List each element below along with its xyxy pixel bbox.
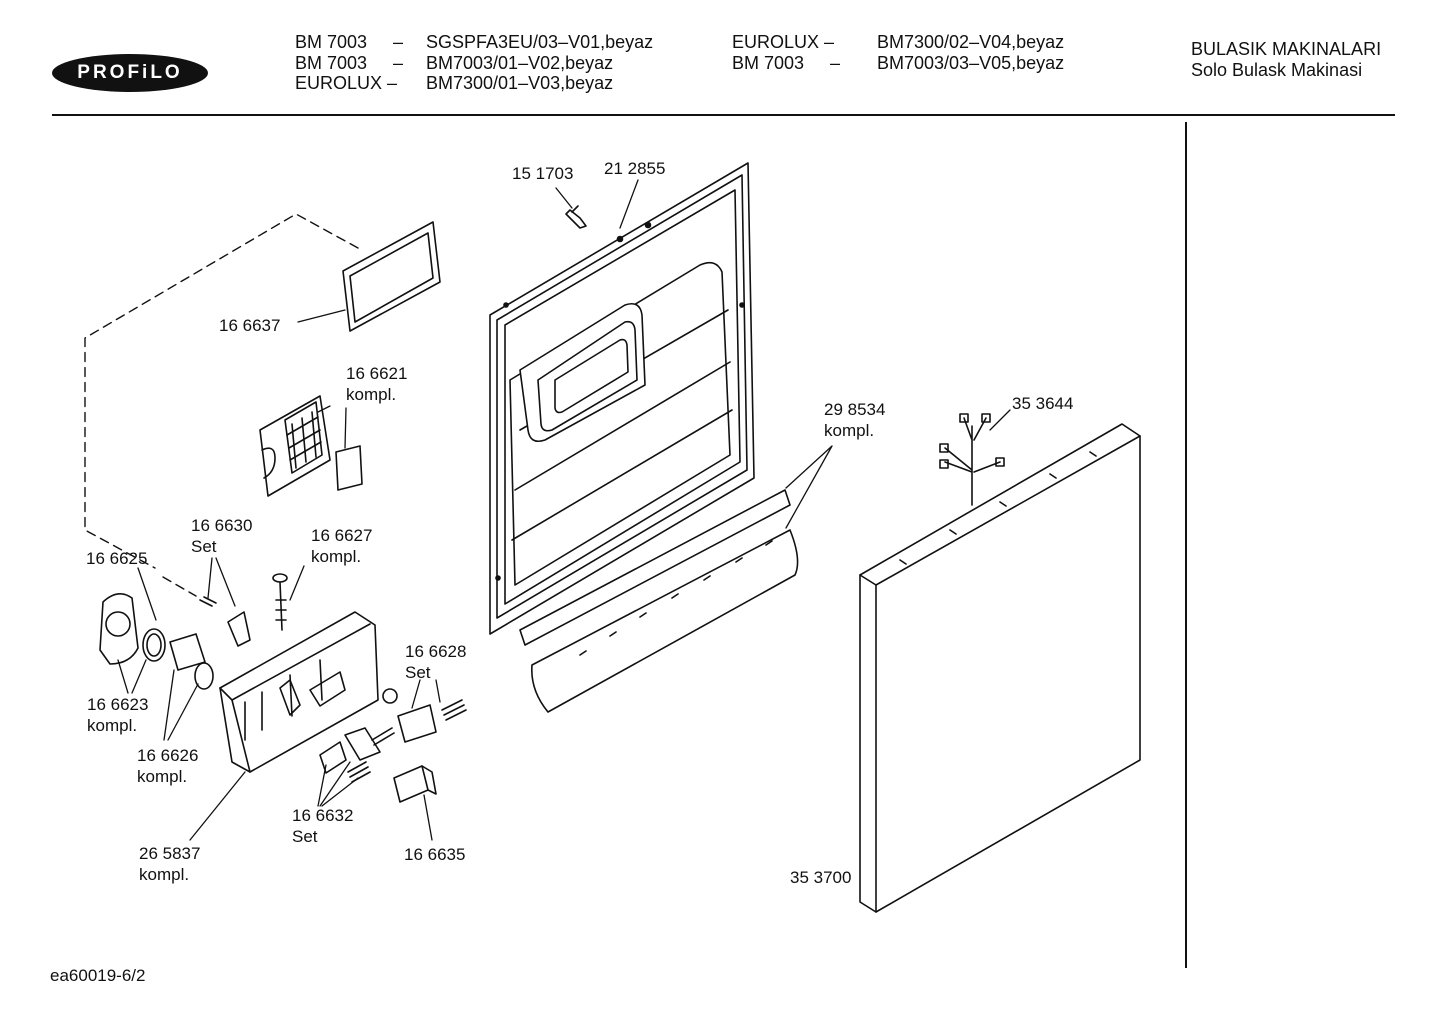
- door-handle-recess: [519, 302, 646, 443]
- outer-door-panel: [859, 423, 1141, 913]
- cable-harness: [939, 413, 1005, 506]
- model-list-col2: EUROLUX – BM7300/02–V04,beyaz BM 7003 – …: [732, 32, 1065, 73]
- side-rule: [1185, 122, 1187, 968]
- logo-text: PROFiLO: [77, 62, 183, 83]
- part-label-166625: 16 6625: [86, 549, 148, 568]
- screw: [565, 205, 587, 229]
- category-subtitle: Solo Bulask Makinasi: [1191, 59, 1363, 80]
- lever-set: [397, 699, 467, 743]
- part-label-212855: 21 2855: [604, 159, 666, 178]
- part-label-265837: 26 5837 kompl.: [139, 844, 201, 884]
- part-label-166635: 16 6635: [404, 845, 466, 864]
- door-switch: [393, 765, 437, 803]
- pushbutton-pin: [272, 573, 288, 631]
- part-label-298534: 29 8534 kompl.: [824, 400, 886, 440]
- part-label-166623: 16 6623 kompl.: [87, 695, 149, 735]
- part-label-166626: 16 6626 kompl.: [137, 746, 199, 786]
- part-label-166628: 16 6628 Set: [405, 642, 467, 682]
- filter-part: [259, 395, 363, 497]
- seal-ring: [142, 628, 166, 662]
- part-label-166630: 16 6630 Set: [191, 516, 253, 556]
- part-label-151703: 15 1703: [512, 164, 574, 183]
- model-row: BM 7003 – BM7003/03–V05,beyaz: [732, 52, 1065, 73]
- program-knob: [99, 593, 139, 665]
- part-label-166632: 16 6632 Set: [292, 806, 354, 846]
- door-bottom-strip: [519, 489, 799, 713]
- model-list-col1: BM 7003 – SGSPFA3EU/03–V01,beyaz BM 7003…: [295, 32, 654, 94]
- model-row: BM 7003 – BM7003/01–V02,beyaz: [295, 52, 614, 73]
- frame-part: [342, 221, 441, 332]
- leader-lines: [117, 179, 1011, 841]
- assembly-dashed-line: [84, 213, 359, 597]
- control-panel-housing: [219, 611, 398, 773]
- drawing-code: ea60019-6/2: [50, 966, 146, 985]
- part-label-353644: 35 3644: [1012, 394, 1074, 413]
- category-title: BULASIK MAKINALARI: [1191, 39, 1382, 59]
- part-label-353700: 35 3700: [790, 868, 852, 887]
- part-label-166627: 16 6627 kompl.: [311, 526, 373, 566]
- knob-shaft: [169, 633, 214, 690]
- model-row: EUROLUX – BM7300/02–V04,beyaz: [732, 32, 1065, 52]
- part-label-166637: 16 6637: [219, 316, 281, 335]
- model-row: EUROLUX – BM7300/01–V03,beyaz: [295, 73, 614, 93]
- part-label-166621: 16 6621 kompl.: [346, 364, 408, 404]
- profilo-logo: PROFiLO: [52, 54, 208, 92]
- model-row: BM 7003 – SGSPFA3EU/03–V01,beyaz: [295, 32, 654, 52]
- spring-set: [199, 596, 251, 647]
- clip-set: [319, 727, 395, 783]
- category-block: BULASIK MAKINALARI Solo Bulask Makinasi: [1191, 39, 1381, 80]
- header-rule: [52, 114, 1395, 116]
